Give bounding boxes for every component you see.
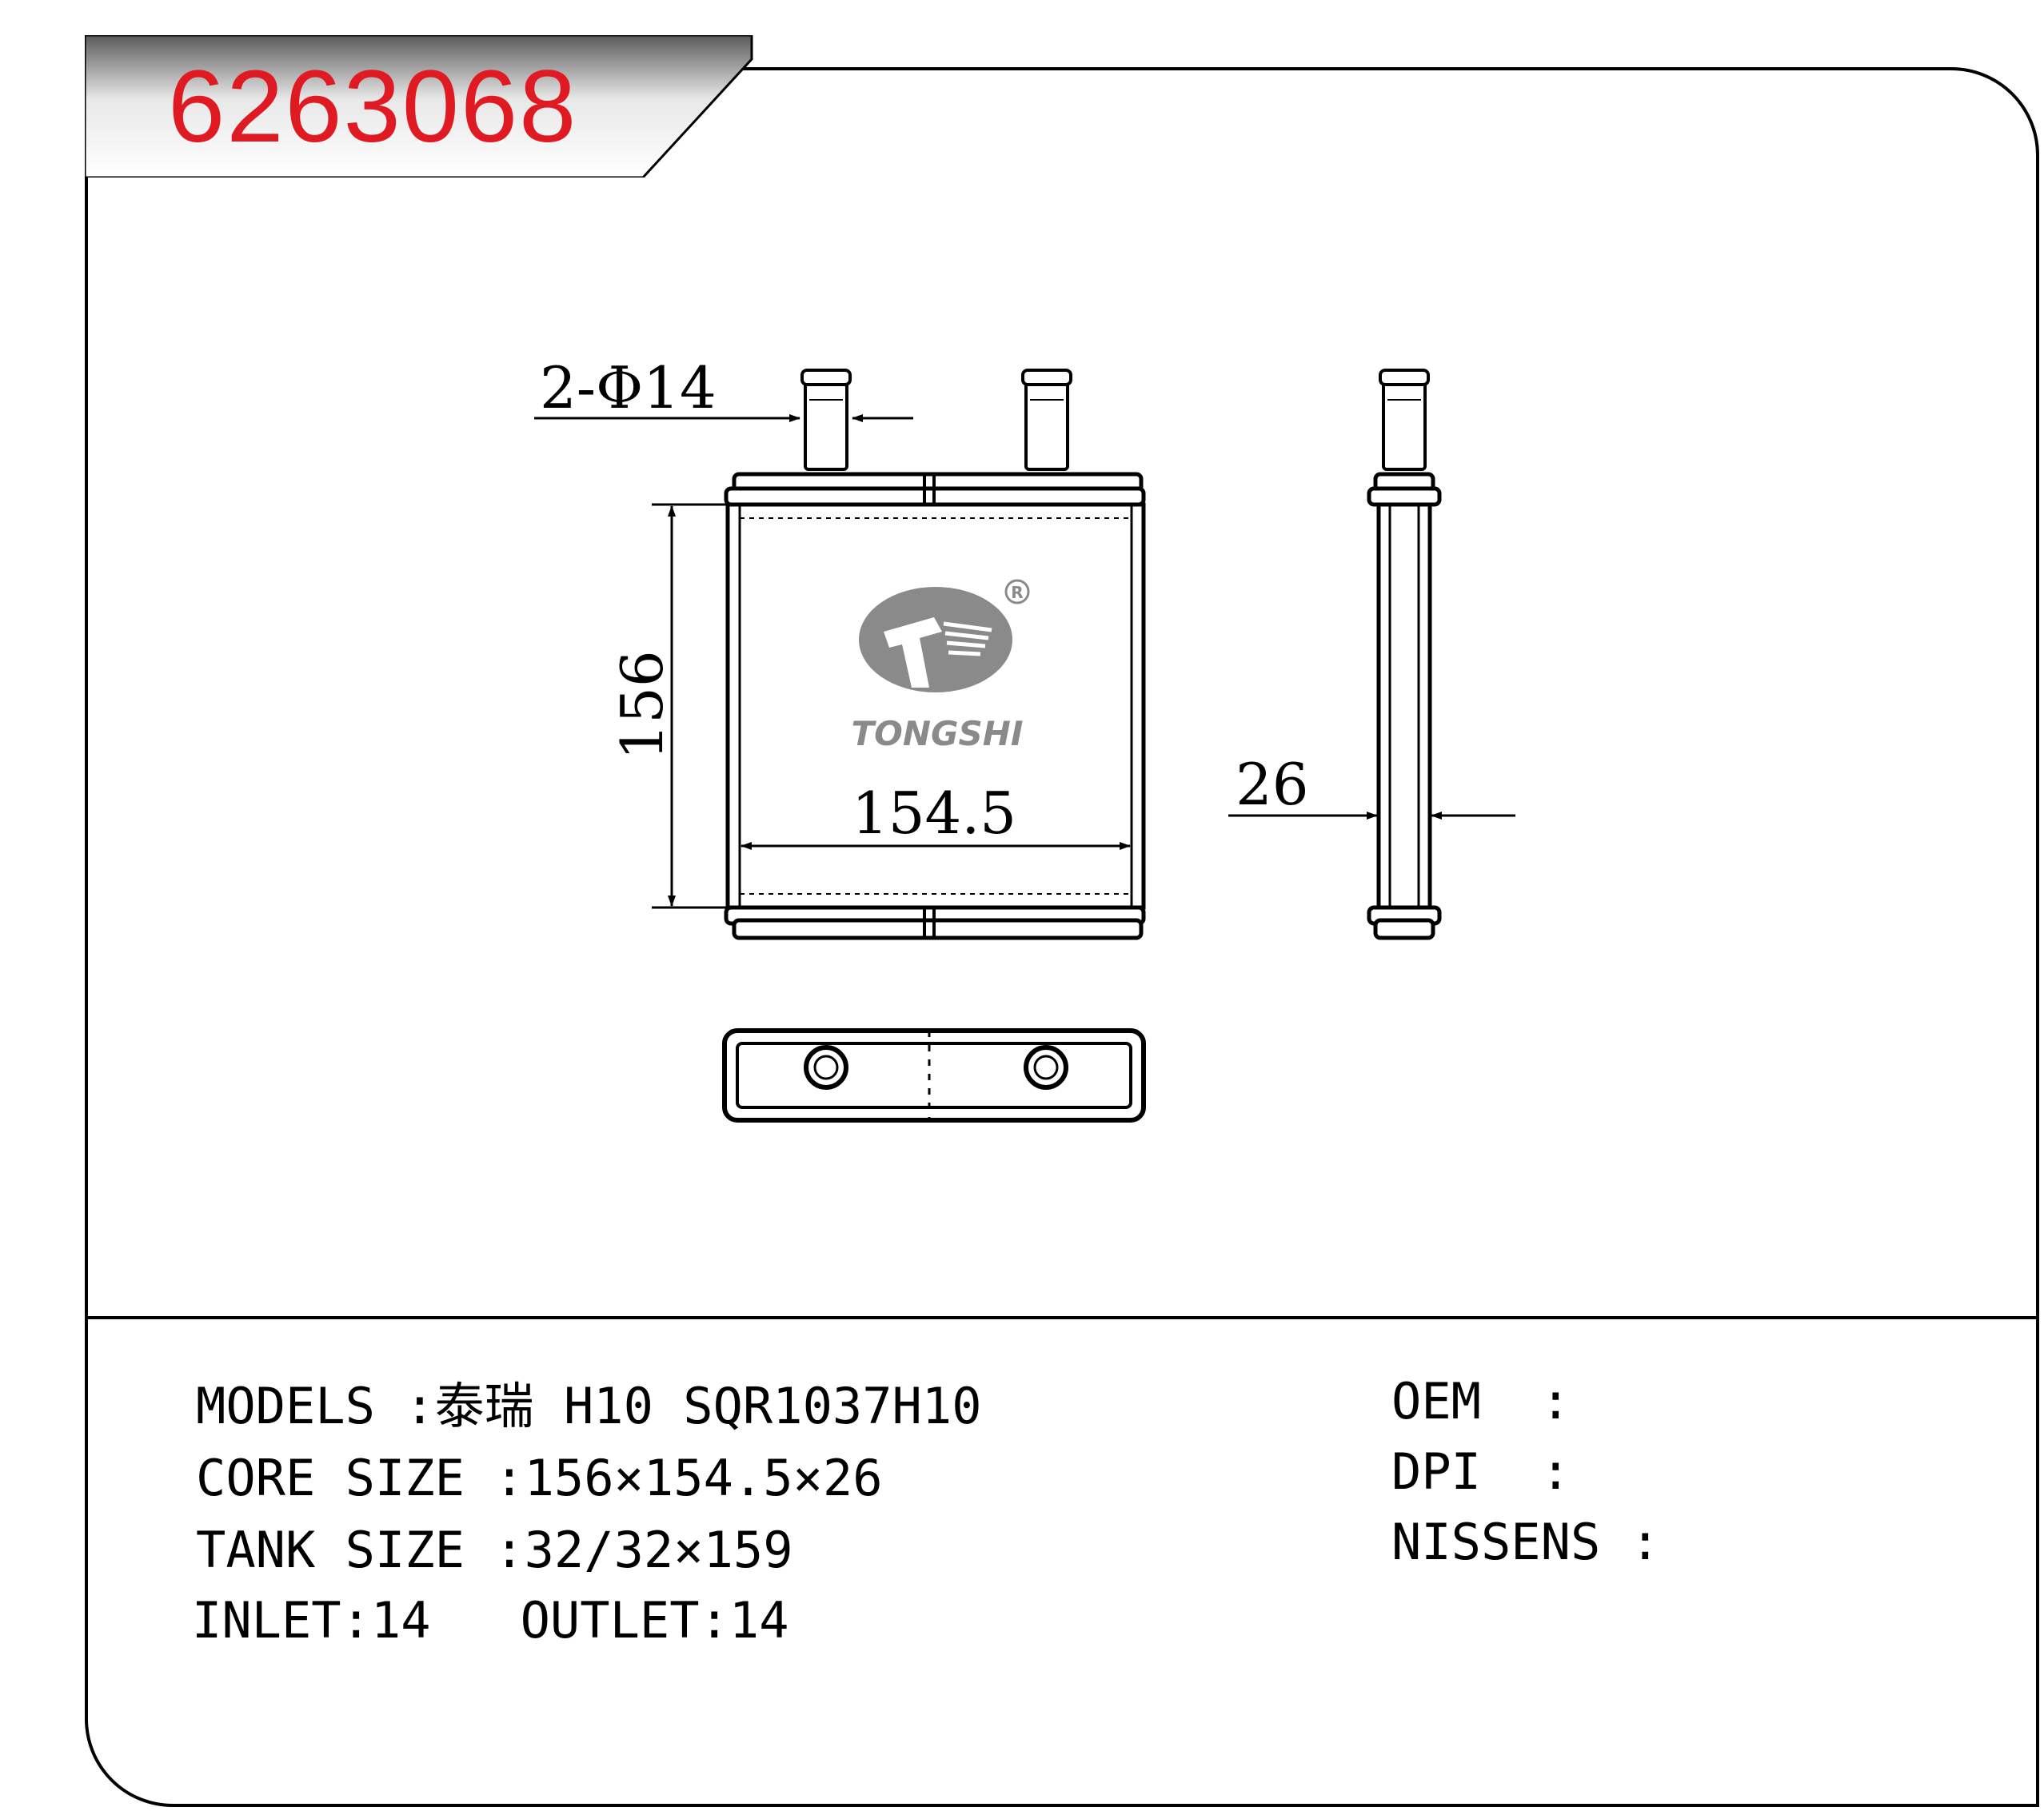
top-tank [724, 472, 1146, 507]
models-row: MODELS :泰瑞 H10 SQR1037H10 [196, 1377, 982, 1435]
inlet-outlet-row: INLET:14 OUTLET:14 [192, 1591, 789, 1649]
height-dimension: 156 [609, 503, 726, 909]
outlet-value: 14 [729, 1591, 789, 1649]
core-size-label: CORE SIZE [196, 1449, 465, 1507]
dpi-label: DPI [1391, 1442, 1481, 1501]
tank-size-row: TANK SIZE :32/32×159 [196, 1521, 793, 1579]
models-label: MODELS [196, 1377, 375, 1435]
outlet-pipe [1021, 369, 1072, 471]
tank-size-value: 32/32×159 [524, 1521, 793, 1579]
part-number-banner [85, 35, 753, 178]
oem-label: OEM [1391, 1372, 1481, 1430]
pipe-dimension-label: 2-Φ14 [540, 354, 717, 421]
side-view [1367, 369, 1442, 940]
outlet-label: OUTLET [520, 1591, 700, 1649]
dpi-row: DPI : [1391, 1442, 1571, 1501]
width-dimension: 154.5 [741, 780, 1131, 850]
height-dimension-label: 156 [609, 650, 676, 760]
depth-dimension: 26 [1228, 751, 1515, 820]
inlet-pipe [800, 369, 852, 471]
core-size-row: CORE SIZE :156×154.5×26 [196, 1449, 883, 1507]
front-view [724, 369, 1146, 940]
inlet-value: 14 [370, 1591, 431, 1649]
tank-size-label: TANK SIZE [196, 1521, 465, 1579]
registered-mark: R [1011, 583, 1023, 602]
core-size-value: 156×154.5×26 [524, 1449, 883, 1507]
bottom-tank [724, 905, 1146, 940]
section-divider [85, 1316, 2039, 1319]
models-value: 泰瑞 H10 SQR1037H10 [434, 1377, 982, 1435]
part-number: 6263068 [168, 50, 578, 164]
depth-dimension-label: 26 [1236, 751, 1309, 818]
oem-row: OEM : [1391, 1372, 1571, 1430]
inlet-label: INLET [192, 1591, 341, 1649]
width-dimension-label: 154.5 [852, 780, 1016, 847]
brand-name: TONGSHI [851, 714, 1023, 753]
tongshi-logo: R TONGSHI [851, 579, 1030, 753]
nissens-row: NISSENS : [1391, 1513, 1660, 1571]
nissens-label: NISSENS [1391, 1513, 1601, 1571]
top-view [722, 1028, 1146, 1123]
core [725, 502, 1146, 910]
pipe-dimension: 2-Φ14 [534, 354, 913, 422]
